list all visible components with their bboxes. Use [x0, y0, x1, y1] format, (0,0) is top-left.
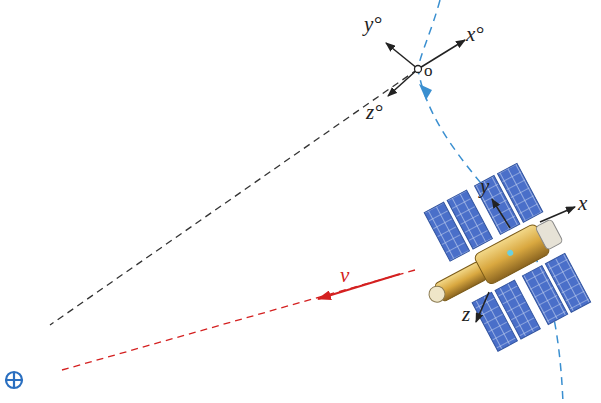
- orbit-arrow: [419, 84, 432, 100]
- velocity-arrow: [318, 274, 400, 299]
- axis-label: x°: [466, 24, 484, 45]
- orbital-frame: [386, 40, 465, 96]
- earth-symbol: [6, 372, 22, 388]
- orbit-path: [418, 0, 563, 403]
- nadir-line: [50, 69, 418, 325]
- axis-label: y: [480, 176, 489, 197]
- body-frame: [476, 199, 575, 322]
- satellite: [393, 161, 594, 367]
- axis-label: y°: [364, 14, 382, 35]
- axis-label: z°: [366, 102, 383, 123]
- velocity-label: ν: [340, 265, 349, 286]
- axis-label: x: [578, 193, 587, 214]
- axis-label: z: [462, 304, 470, 325]
- origin-label: o: [424, 62, 433, 79]
- velocity-line: [62, 270, 415, 370]
